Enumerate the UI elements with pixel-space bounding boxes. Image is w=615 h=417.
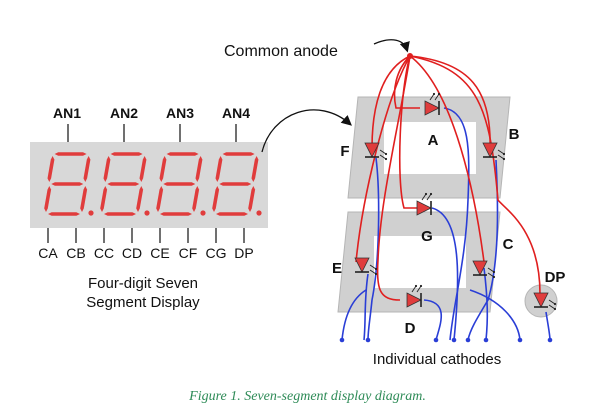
digit-1-segment-b [83,156,91,182]
cathode-label-cg: CG [206,245,227,261]
led-b [482,142,506,161]
digit-1-segment-e [44,186,52,212]
digit-1-segment-d [48,212,80,216]
digit-1-segment-f [47,156,55,182]
led-f [364,142,388,161]
segment-label-dp: DP [545,269,566,286]
digit-2-segment-c [136,186,144,212]
led-e [354,257,378,276]
display-title-line-1: Four-digit Seven [88,275,198,292]
digit-2-decimal-point [144,210,150,216]
segment-label-b: B [509,126,520,143]
segment-label-f: F [340,143,349,160]
lower-plate-hole [374,236,466,288]
led-g [416,192,433,216]
cathodes-label: Individual cathodes [373,351,501,368]
digit-4-segment-b [251,156,259,182]
digit-3-segment-c [192,186,200,212]
led-a [424,92,441,116]
anode-label-4: AN4 [222,105,250,121]
digit-3-segment-d [160,212,192,216]
digit-3-segment-f [159,156,167,182]
anode-wires [355,55,541,301]
cathode-pins [47,228,245,243]
cathode-wire-extra [341,289,367,341]
digit-1-segment-g [51,182,84,186]
common-anode-node [407,53,413,59]
digit-4-segment-d [216,212,248,216]
segment-label-g: G [421,228,433,245]
digit-2-segment-f [103,156,111,182]
cathode-label-dp: DP [234,245,253,261]
segment-label-d: D [405,320,416,337]
common-anode-label: Common anode [224,43,338,60]
digit-1-decimal-point [88,210,94,216]
common-anode-arrow [373,39,410,53]
digit-1-segment-c [80,186,88,212]
digit-3-segment-a [166,152,199,156]
anode-pins [67,124,237,142]
figure-caption: Figure 1. Seven-segment display diagram. [189,389,426,404]
led-dp [533,292,557,311]
digit-4-segment-a [222,152,255,156]
digit-1-segment-a [54,152,87,156]
digit-4-segment-f [215,156,223,182]
digit-2-segment-b [139,156,147,182]
digit-4-segment-c [248,186,256,212]
cathode-label-cd: CD [122,245,142,261]
segment-label-a: A [428,132,439,149]
digit-3-segment-e [156,186,164,212]
led-c [472,260,496,279]
led-d [406,284,423,308]
digit-4-segment-e [212,186,220,212]
zoom-arrow [261,109,352,153]
cathode-label-ce: CE [150,245,169,261]
digit-2-segment-g [107,182,140,186]
digit-2-segment-a [110,152,143,156]
anode-label-3: AN3 [166,105,194,121]
cathode-label-cc: CC [94,245,114,261]
segment-label-c: C [503,236,514,253]
cathode-label-cf: CF [179,245,198,261]
display-title-line-2: Segment Display [86,294,200,311]
digit-3-segment-g [163,182,196,186]
cathode-label-cb: CB [66,245,85,261]
four-digit-display: AN1 AN2 AN3 AN4 CA CB CC CD CE CF CG D [30,105,268,311]
digit-3-segment-b [195,156,203,182]
digit-group [44,152,262,216]
segment-label-e: E [332,260,342,277]
digit-4-decimal-point [256,210,262,216]
digit-2-segment-e [100,186,108,212]
anode-label-2: AN2 [110,105,138,121]
digit-3-decimal-point [200,210,206,216]
cathode-wire-extra-2 [469,289,521,341]
cathode-terminals [339,337,553,343]
digit-4-segment-g [219,182,252,186]
led-group [354,92,557,311]
digit-2-segment-d [104,212,136,216]
anode-label-1: AN1 [53,105,81,121]
cathode-label-ca: CA [38,245,58,261]
segment-schematic: Common anode A B F G E C D DP Individual… [224,39,566,368]
